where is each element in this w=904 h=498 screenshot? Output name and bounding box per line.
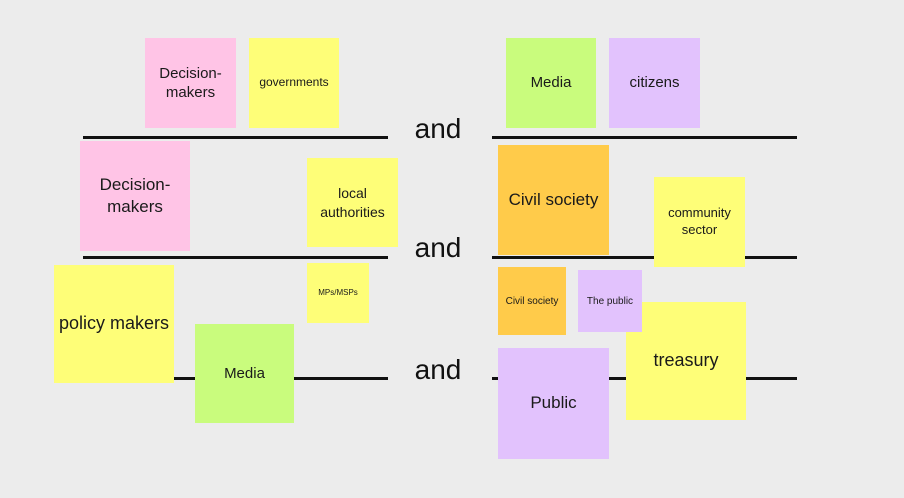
sticky-note[interactable]: Civil society <box>498 145 609 255</box>
row3-and-label: and <box>414 354 462 385</box>
sticky-note[interactable]: The public <box>578 270 642 332</box>
sticky-note[interactable]: Public <box>498 348 609 459</box>
sticky-note[interactable]: governments <box>249 38 339 128</box>
row1-left-line <box>83 136 388 139</box>
row1-and-label: and <box>414 113 462 144</box>
sticky-note[interactable]: MPs/MSPs <box>307 263 369 323</box>
sticky-note[interactable]: treasury <box>626 302 746 420</box>
sticky-note[interactable]: Decision-makers <box>145 38 236 128</box>
sticky-note[interactable]: policy makers <box>54 265 174 383</box>
sticky-note[interactable]: Decision-makers <box>80 141 190 251</box>
row1-right-line <box>492 136 797 139</box>
row2-left-line <box>83 256 388 259</box>
sticky-note[interactable]: local authorities <box>307 158 398 247</box>
sticky-note[interactable]: citizens <box>609 38 700 128</box>
row2-right-line <box>492 256 797 259</box>
sticky-note[interactable]: Civil society <box>498 267 566 335</box>
sticky-note[interactable]: Media <box>506 38 596 128</box>
sticky-note[interactable]: Media <box>195 324 294 423</box>
sticky-note[interactable]: community sector <box>654 177 745 267</box>
row2-and-label: and <box>414 232 462 263</box>
